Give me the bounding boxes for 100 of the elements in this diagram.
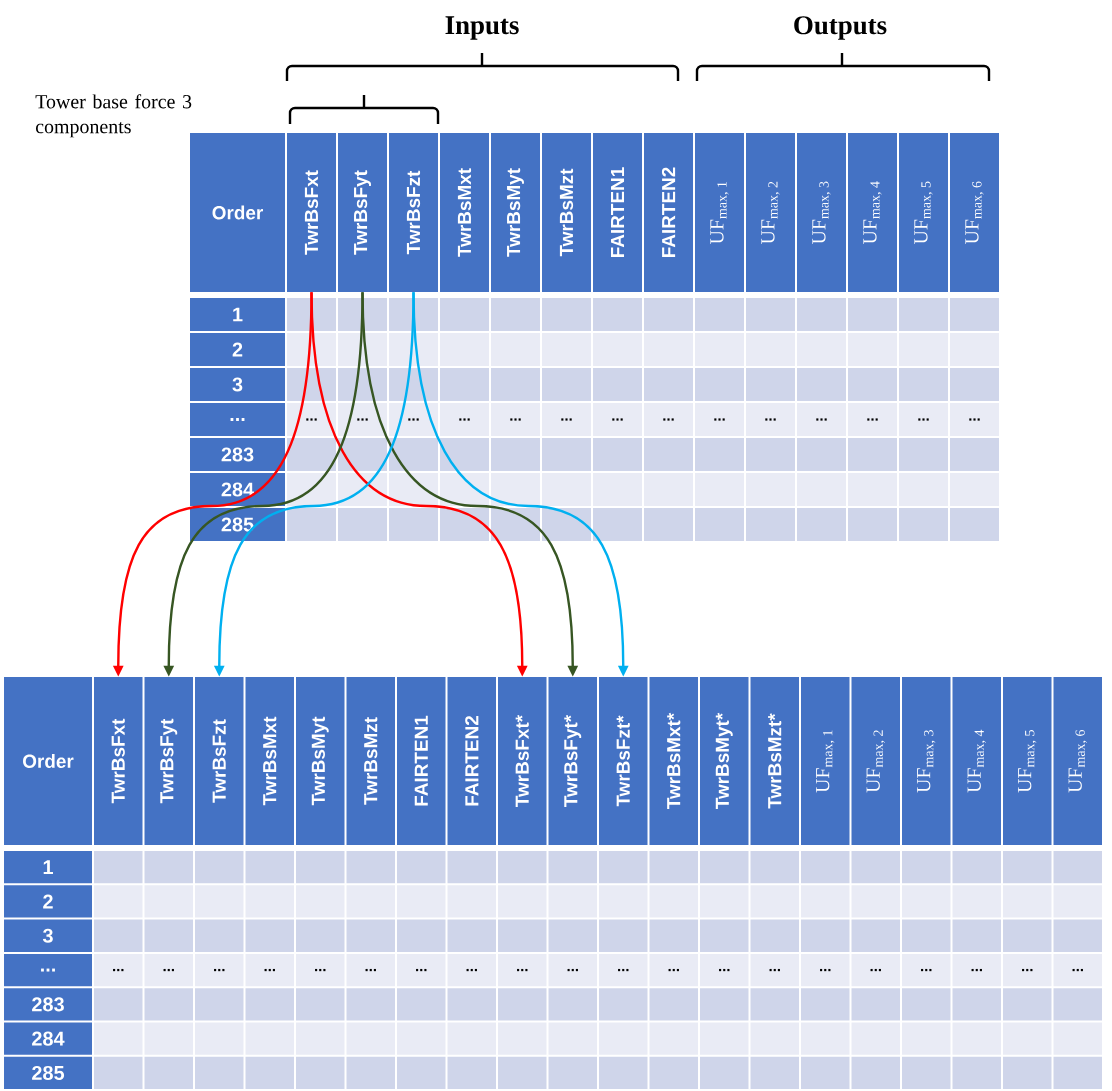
- header-cell: TwrBsFzt: [389, 133, 438, 292]
- table-cell: ...: [491, 403, 540, 436]
- table-cell: 284: [190, 473, 285, 506]
- node-label: TwrBsMxt: [263, 716, 277, 806]
- table-cell: ...: [801, 953, 850, 987]
- node-label: TwrBsMzt*: [768, 713, 782, 809]
- header-cell: TwrBsFyt: [144, 677, 193, 845]
- table-cell: ...: [695, 403, 744, 436]
- node-label: UF$_{max, 5}$: [1018, 730, 1037, 793]
- table-cell: ...: [542, 403, 591, 436]
- table-cell: ...: [593, 403, 642, 436]
- header-cell: TwrBsMxt*: [649, 677, 698, 845]
- table-cell: ...: [899, 403, 948, 436]
- table-cell: ...: [750, 953, 799, 987]
- table-cell: 283: [4, 988, 92, 1021]
- table-cell: 284: [4, 1022, 92, 1055]
- node-label: TwrBsFzt*: [616, 715, 630, 807]
- header-cell: UF$_{max, 6}$: [950, 133, 999, 292]
- table-cell: ...: [848, 403, 897, 436]
- header-cell: UF$_{max, 2}$: [851, 677, 900, 845]
- header-cell: FAIRTEN1: [593, 133, 642, 292]
- header-cell: UF$_{max, 6}$: [1053, 677, 1102, 845]
- header-cell: FAIRTEN1: [397, 677, 446, 845]
- table-cell: ...: [644, 403, 693, 436]
- table-cell: ...: [599, 953, 648, 987]
- header-cell: UF$_{max, 5}$: [899, 133, 948, 292]
- header-cell: UF$_{max, 5}$: [1003, 677, 1052, 845]
- header-cell: TwrBsMzt*: [750, 677, 799, 845]
- node-label: TwrBsMxt: [457, 168, 472, 257]
- group-heading: Outputs: [794, 16, 887, 40]
- table-cell: ...: [952, 953, 1001, 987]
- node-label: UF$_{max, 5}$: [914, 181, 933, 245]
- header-cell: TwrBsFxt*: [498, 677, 547, 845]
- node-label: FAIRTEN2: [661, 167, 676, 257]
- node-label: UF$_{max, 4}$: [863, 181, 882, 245]
- table-cell: ...: [902, 953, 951, 987]
- group-heading: Inputs: [445, 16, 519, 40]
- header-cell: TwrBsMxt: [245, 677, 294, 845]
- node-label: TwrBsFxt*: [515, 714, 529, 807]
- node-label: Order: [23, 754, 74, 768]
- node-label: TwrBsMxt*: [667, 712, 681, 809]
- node-label: TwrBsFzt: [406, 170, 421, 255]
- table-cell: ...: [346, 953, 395, 987]
- table-cell: ...: [4, 953, 92, 987]
- node-label: TwrBsFyt: [160, 718, 178, 804]
- header-cell: UF$_{max, 3}$: [902, 677, 951, 845]
- node-label: TwrBsMyt: [311, 716, 329, 806]
- table-cell: 2: [4, 885, 92, 918]
- header-cell: TwrBsMxt: [440, 133, 489, 292]
- table-cell: 2: [190, 333, 285, 366]
- node-label: TwrBsFxt: [111, 718, 125, 804]
- node-label: TwrBsMzt: [559, 168, 574, 257]
- table-cell: ...: [797, 403, 846, 436]
- node-label: UF$_{max, 1}$: [816, 730, 835, 793]
- table-cell: ...: [498, 953, 547, 987]
- node-label: TwrBsFyt: [354, 170, 371, 255]
- header-cell: UF$_{max, 4}$: [952, 677, 1001, 845]
- header-cell: UF$_{max, 1}$: [801, 677, 850, 845]
- table-cell: ...: [94, 953, 143, 987]
- header-cell: Order: [190, 133, 285, 292]
- table-cell: ...: [144, 953, 193, 987]
- table-cell: ...: [700, 953, 749, 987]
- node-label: UF$_{max, 6}$: [1068, 729, 1087, 793]
- annotation: Tower base force 3 components: [35, 94, 192, 138]
- node-label: FAIRTEN2: [465, 716, 479, 806]
- header-cell: TwrBsFzt*: [599, 677, 648, 845]
- table-cell: 3: [4, 919, 92, 952]
- table-cell: 3: [190, 368, 285, 401]
- node-label: UF$_{max, 4}$: [967, 729, 986, 793]
- table-cell: ...: [190, 403, 285, 436]
- node-label: FAIRTEN1: [414, 715, 428, 806]
- node-label: UF$_{max, 3}$: [917, 730, 936, 793]
- table-cell: ...: [1053, 953, 1102, 987]
- node-label: UF$_{max, 3}$: [812, 181, 831, 245]
- header-cell: UF$_{max, 2}$: [746, 133, 795, 292]
- header-cell: TwrBsFxt: [287, 133, 336, 292]
- node-label: Order: [212, 205, 263, 220]
- table-cell: 283: [190, 438, 285, 471]
- table-cell: ...: [746, 403, 795, 436]
- node-label: TwrBsMyt: [507, 168, 524, 257]
- node-label: TwrBsFxt: [304, 170, 319, 255]
- table-cell: ...: [950, 403, 999, 436]
- table-cell: ...: [548, 953, 597, 987]
- table-cell: 1: [4, 851, 92, 884]
- table-cell: ...: [195, 953, 244, 987]
- node-label: FAIRTEN1: [611, 167, 625, 257]
- header-cell: UF$_{max, 4}$: [848, 133, 897, 292]
- table-cell: ...: [1003, 953, 1052, 987]
- table-cell: ...: [649, 953, 698, 987]
- header-cell: UF$_{max, 1}$: [695, 133, 744, 292]
- table-cell: ...: [245, 953, 294, 987]
- node-label: UF$_{max, 2}$: [761, 181, 780, 245]
- header-cell: TwrBsMzt: [346, 677, 395, 845]
- header-cell: TwrBsMyt*: [700, 677, 749, 845]
- header-cell: TwrBsMyt: [296, 677, 345, 845]
- header-cell: TwrBsFyt: [338, 133, 387, 292]
- node-label: TwrBsFzt: [212, 719, 226, 803]
- header-cell: TwrBsFxt: [94, 677, 143, 845]
- header-cell: UF$_{max, 3}$: [797, 133, 846, 292]
- node-label: TwrBsFyt*: [564, 714, 582, 807]
